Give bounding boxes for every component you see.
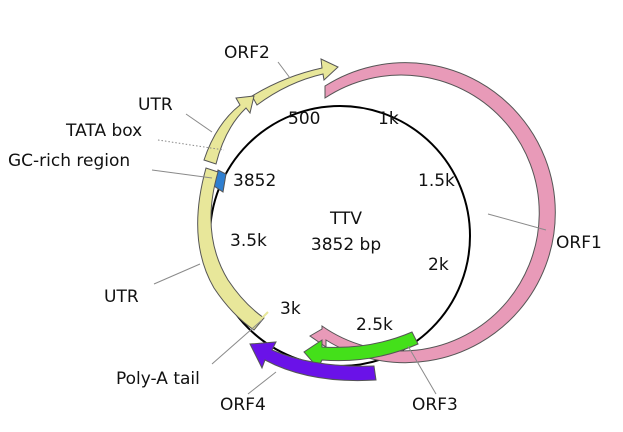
orf1-arc[interactable] (309, 62, 556, 364)
label-orf3: ORF3 (412, 395, 458, 415)
utr-left-leader (153, 263, 201, 285)
tick-label-2k: 2k (428, 255, 449, 275)
utr-top-arrow[interactable] (203, 95, 255, 165)
orf4-arrow[interactable] (249, 341, 377, 382)
tick-label-500: 500 (288, 109, 320, 129)
utr-top-leader (185, 113, 213, 133)
tick-label-3k: 3k (280, 299, 301, 319)
polya-marker[interactable] (261, 311, 269, 319)
label-polya: Poly-A tail (116, 369, 200, 389)
orf4-leader (247, 371, 277, 395)
tick-label-3852: 3852 (233, 171, 276, 191)
tick-label-3-5k: 3.5k (230, 231, 267, 251)
tata-leader (157, 139, 225, 151)
label-gc: GC-rich region (8, 151, 130, 171)
label-orf2: ORF2 (224, 43, 270, 63)
tick-label-2-5k: 2.5k (356, 315, 393, 335)
orf3-leader (407, 345, 437, 395)
gc-leader (151, 169, 213, 179)
label-utr-top: UTR (138, 95, 173, 115)
tick-label-1-5k: 1.5k (418, 171, 455, 191)
orf2-arrow[interactable] (251, 58, 339, 106)
orf1-leader (487, 213, 547, 231)
label-utr-left: UTR (104, 287, 139, 307)
plasmid-name: TTV (329, 209, 362, 229)
polya-leader (211, 319, 263, 365)
label-orf4: ORF4 (220, 395, 266, 415)
orf3-arrow[interactable] (303, 331, 419, 369)
tick-label-1k: 1k (378, 109, 399, 129)
label-tata: TATA box (65, 121, 142, 141)
plasmid-size: 3852 bp (311, 235, 381, 255)
utr-left-arc[interactable] (197, 167, 265, 331)
orf2-leader (277, 61, 291, 79)
label-orf1: ORF1 (556, 233, 602, 253)
